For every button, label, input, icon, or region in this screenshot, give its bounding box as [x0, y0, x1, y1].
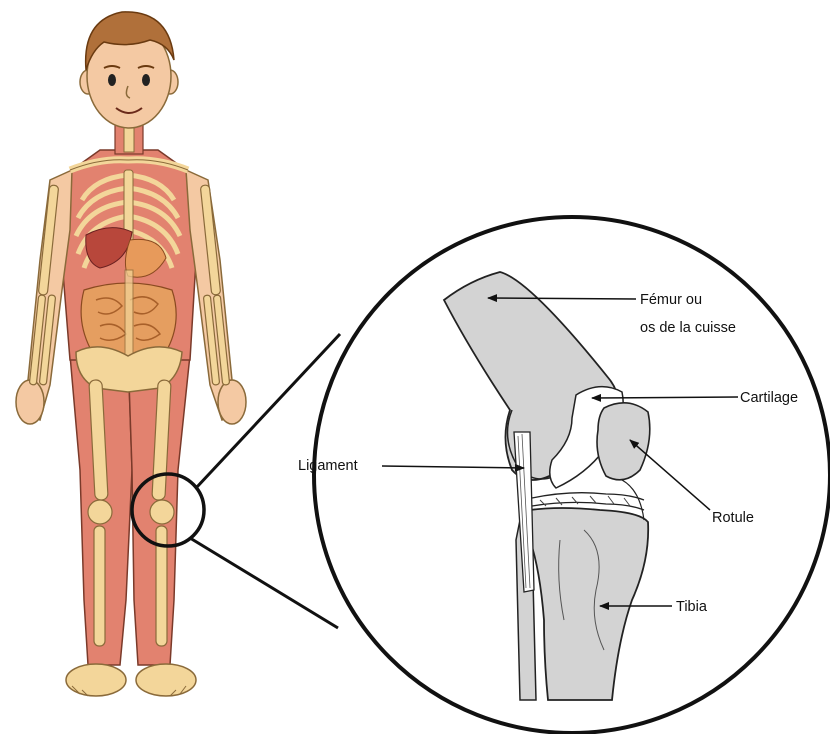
- label-femur-line1: Fémur ou: [640, 292, 702, 308]
- right-hand: [218, 380, 246, 424]
- human-body-illustration: [16, 12, 246, 696]
- label-femur-line2: os de la cuisse: [640, 320, 736, 336]
- zoom-line-bottom: [190, 538, 338, 628]
- label-cartilage-text: Cartilage: [740, 390, 798, 406]
- right-foot: [136, 664, 196, 696]
- label-ligament-text: Ligament: [298, 458, 358, 474]
- left-foot: [66, 664, 126, 696]
- left-hand: [16, 380, 44, 424]
- label-tibia-text: Tibia: [676, 599, 708, 615]
- label-rotule-text: Rotule: [712, 510, 754, 526]
